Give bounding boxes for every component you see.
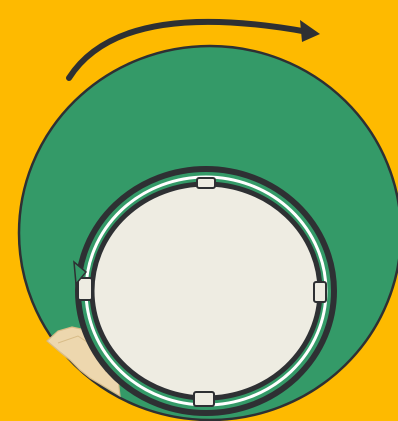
rim-tab-top — [197, 178, 215, 188]
rim-tab-left — [78, 278, 92, 300]
dish-face — [98, 190, 314, 392]
rim-tab-right — [314, 282, 326, 302]
inner-dish — [74, 169, 334, 413]
rim-tab-bottom — [194, 392, 214, 406]
